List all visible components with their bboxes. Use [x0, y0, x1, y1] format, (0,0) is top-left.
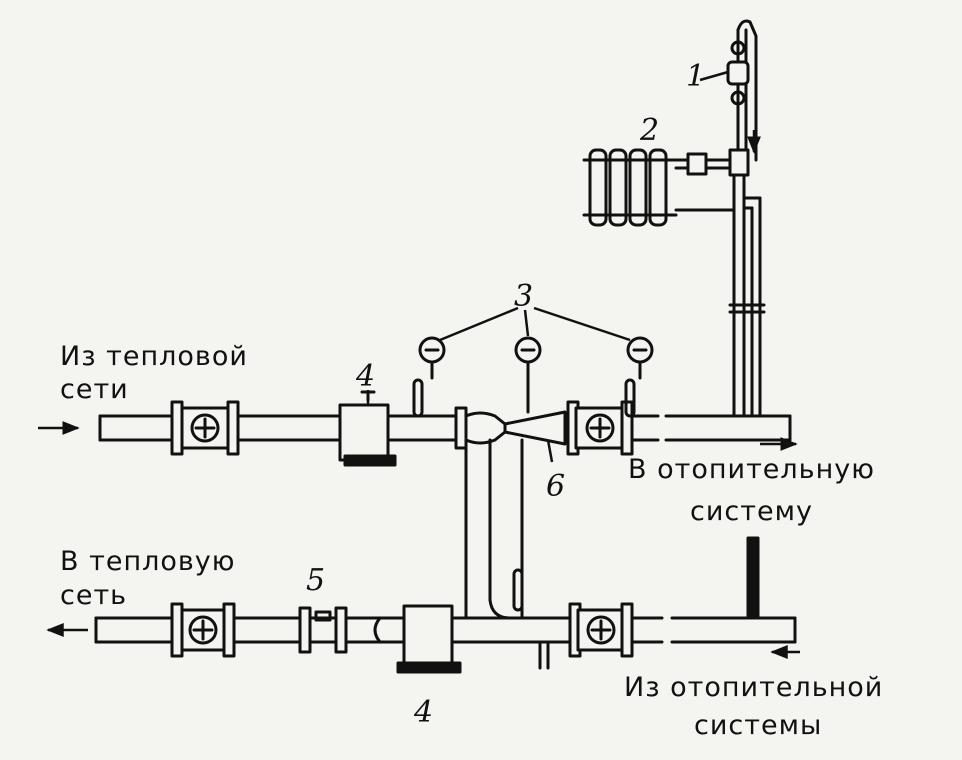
label-to-heating-system-1: В отопительную	[628, 454, 875, 485]
supply-gate-valve	[170, 400, 240, 456]
riser	[728, 19, 766, 418]
ejector	[464, 410, 567, 446]
return-riser	[746, 536, 760, 620]
callout-5: 5	[306, 563, 325, 598]
callout-numbers: 1 2 3 4 4 5 6	[306, 59, 705, 730]
mud-trap-top	[338, 390, 397, 467]
pressure-gauges	[418, 336, 654, 414]
orifice-washer	[298, 606, 348, 654]
return-gate-valve-left	[170, 602, 236, 658]
radiator	[582, 148, 736, 227]
label-to-heat-network-2: сеть	[60, 580, 127, 611]
flow-arrows	[38, 130, 800, 659]
label-from-heating-system-1: Из отопительной	[624, 672, 883, 703]
callout-2: 2	[639, 113, 659, 148]
captions: Из тепловой сети В отопительную систему …	[60, 341, 883, 741]
outlet-gate-valve	[566, 400, 634, 456]
label-from-heat-network-2: сети	[60, 374, 129, 405]
callout-4-bottom: 4	[413, 695, 433, 730]
leader-lines	[366, 70, 729, 463]
callout-6: 6	[546, 469, 565, 504]
callout-4-top: 4	[355, 359, 375, 394]
heating-supply-pipe	[630, 414, 792, 442]
mixing-pipe	[464, 438, 524, 620]
return-gate-valve-right	[568, 602, 634, 658]
supply-pipe	[98, 414, 462, 442]
label-from-heat-network-1: Из тепловой	[60, 341, 248, 372]
callout-1: 1	[686, 59, 705, 94]
mud-trap-bottom	[373, 604, 462, 674]
thermometer-right	[624, 378, 636, 418]
label-to-heating-system-2: систему	[690, 496, 813, 527]
label-to-heat-network-1: В тепловую	[60, 546, 236, 577]
callout-3: 3	[514, 279, 533, 314]
thermometer-left	[412, 378, 424, 418]
label-from-heating-system-2: системы	[694, 710, 822, 741]
radiator-valve	[726, 40, 750, 106]
